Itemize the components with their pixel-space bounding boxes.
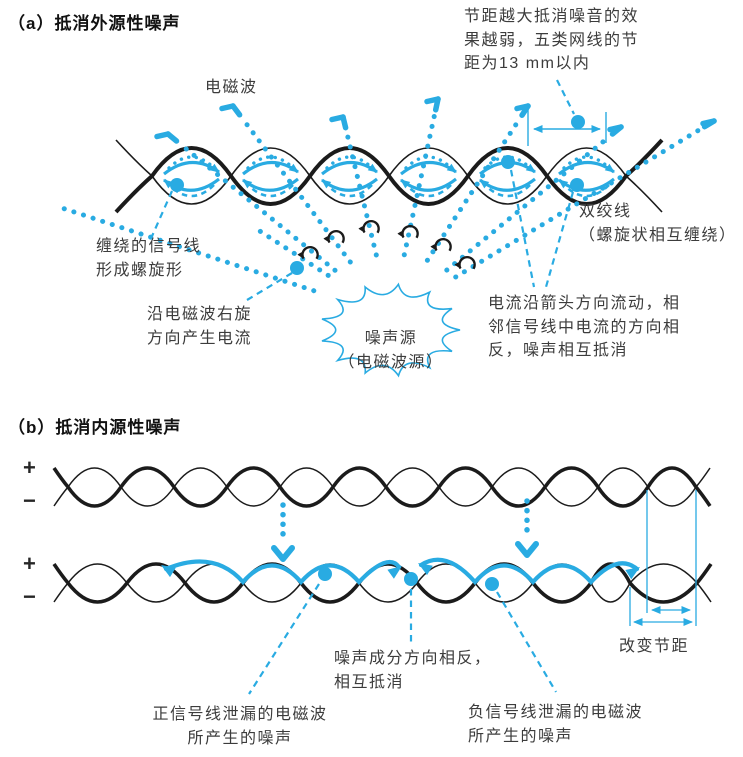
pair1-plus-sign: +: [23, 455, 36, 480]
rotation-label-line: 沿电磁波右旋: [147, 306, 253, 323]
rotation-label: 沿电磁波右旋 方向产生电流: [147, 303, 252, 350]
twisted-pair-label: 双绞线 （螺旋状相互缠绕）: [579, 200, 737, 247]
section-a-heading: （a）抵消外源性噪声: [8, 14, 181, 33]
negative-leak-label: 负信号线泄漏的电磁波 所产生的噪声: [468, 701, 643, 748]
change-pitch-label: 改变节距: [619, 638, 690, 655]
pair2-plus-sign: +: [23, 551, 36, 576]
coil-label-line: 缠绕的信号线: [96, 238, 202, 255]
negative-leak-line: 所产生的噪声: [468, 727, 574, 745]
positive-leak-line: 所产生的噪声: [187, 729, 293, 747]
pitch-note-line: 节距越大抵消噪音的效: [464, 8, 640, 25]
twisted-pair-label-line: 双绞线: [579, 203, 632, 220]
current-note-line: 邻信号线中电流的方向相: [488, 318, 681, 336]
current-note-line: 电流沿箭头方向流动，相: [488, 295, 681, 312]
opposite-note-line: 噪声成分方向相反，: [334, 650, 492, 667]
coil-label-line: 形成螺旋形: [96, 261, 184, 279]
pair1-minus-sign: −: [23, 488, 36, 513]
opposite-note: 噪声成分方向相反， 相互抵消: [334, 647, 492, 694]
em-wave-label: 电磁波: [205, 79, 258, 96]
noise-source-line: 噪声源: [364, 330, 418, 347]
pitch-note-line: 距为13 mm以内: [464, 55, 591, 72]
section-b-heading: （b）抵消内源性噪声: [8, 418, 182, 437]
opposite-note-line: 相互抵消: [334, 673, 405, 691]
pair2-minus-sign: −: [23, 584, 36, 609]
coil-label: 缠绕的信号线 形成螺旋形: [96, 235, 201, 282]
pitch-note-line: 果越弱，五类网线的节: [464, 31, 640, 49]
noise-source-label: 噪声源 （电磁波源）: [310, 327, 472, 374]
positive-leak-label: 正信号线泄漏的电磁波 所产生的噪声: [146, 703, 334, 750]
negative-leak-line: 负信号线泄漏的电磁波: [468, 704, 644, 721]
rotation-label-line: 方向产生电流: [147, 329, 253, 347]
pitch-note: 节距越大抵消噪音的效 果越弱，五类网线的节 距为13 mm以内: [464, 5, 639, 76]
noise-source-line: （电磁波源）: [338, 353, 444, 371]
current-note-line: 反，噪声相互抵消: [488, 342, 629, 359]
twisted-pair-label-line: （螺旋状相互缠绕）: [579, 226, 737, 244]
positive-leak-line: 正信号线泄漏的电磁波: [152, 706, 328, 723]
current-note: 电流沿箭头方向流动，相 邻信号线中电流的方向相 反，噪声相互抵消: [488, 292, 681, 363]
